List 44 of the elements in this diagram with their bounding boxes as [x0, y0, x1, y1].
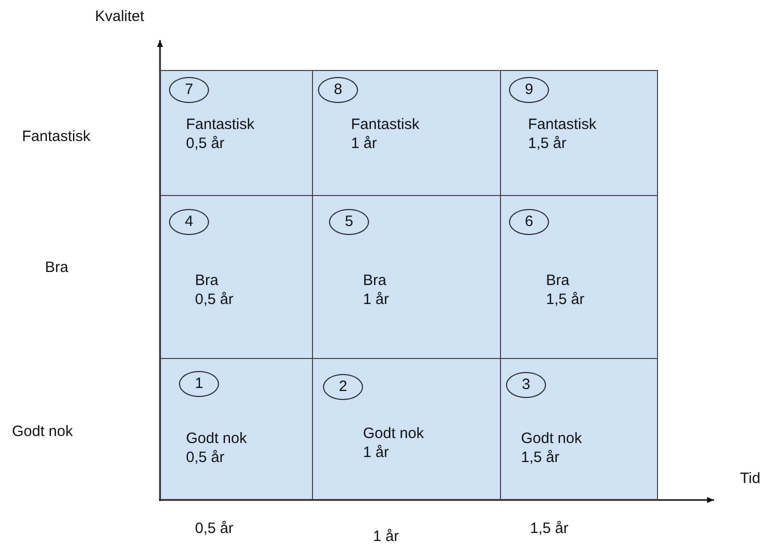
grid-cell	[500, 70, 658, 196]
axis-label: Bra	[45, 259, 68, 276]
cell-text: 1 år	[363, 443, 389, 462]
cell-text: 1,5 år	[546, 290, 584, 309]
grid-cell	[500, 195, 658, 359]
cell-text: Godt nok	[186, 429, 247, 448]
grid-cell	[500, 358, 658, 500]
cell-text: Fantastisk	[528, 115, 596, 134]
number-circle: 1	[179, 371, 219, 397]
number-circle: 3	[506, 372, 546, 398]
grid-cell	[160, 358, 313, 500]
cell-text: 1 år	[351, 134, 377, 153]
cell-text: 1,5 år	[528, 134, 566, 153]
axis-title: Kvalitet	[95, 8, 144, 25]
number-circle: 5	[329, 209, 369, 235]
number-circle: 9	[509, 77, 549, 103]
cell-text: 1,5 år	[521, 448, 560, 467]
cell-text: Godt nok	[363, 424, 424, 443]
number-circle: 4	[169, 209, 209, 235]
number-circle: 8	[318, 77, 358, 103]
axis-label: 1,5 år	[530, 520, 568, 537]
cell-text: Fantastisk	[351, 115, 420, 134]
grid-cell	[160, 70, 313, 196]
number-circle: 2	[323, 374, 363, 400]
number-circle: 6	[509, 209, 549, 235]
cell-text: 0,5 år	[186, 134, 224, 153]
axis-label: 1 år	[373, 528, 399, 545]
cell-text: Godt nok	[521, 429, 582, 448]
axis-label: 0,5 år	[195, 520, 234, 537]
axis-label: Fantastisk	[22, 128, 90, 145]
cell-text: 0,5 år	[186, 448, 224, 467]
grid-cell	[312, 358, 501, 500]
cell-text: Bra	[363, 271, 386, 290]
grid-cell	[312, 195, 501, 359]
cell-text: Bra	[546, 271, 570, 290]
cell-text: 0,5 år	[195, 290, 234, 309]
cell-text: 1 år	[363, 290, 389, 309]
number-circle: 7	[169, 77, 209, 103]
grid-cell	[312, 70, 501, 196]
grid-cell	[160, 195, 313, 359]
axis-label: Godt nok	[12, 423, 73, 440]
axis-title: Tid	[740, 470, 760, 487]
cell-text: Fantastisk	[186, 115, 254, 134]
cell-text: Bra	[195, 271, 218, 290]
